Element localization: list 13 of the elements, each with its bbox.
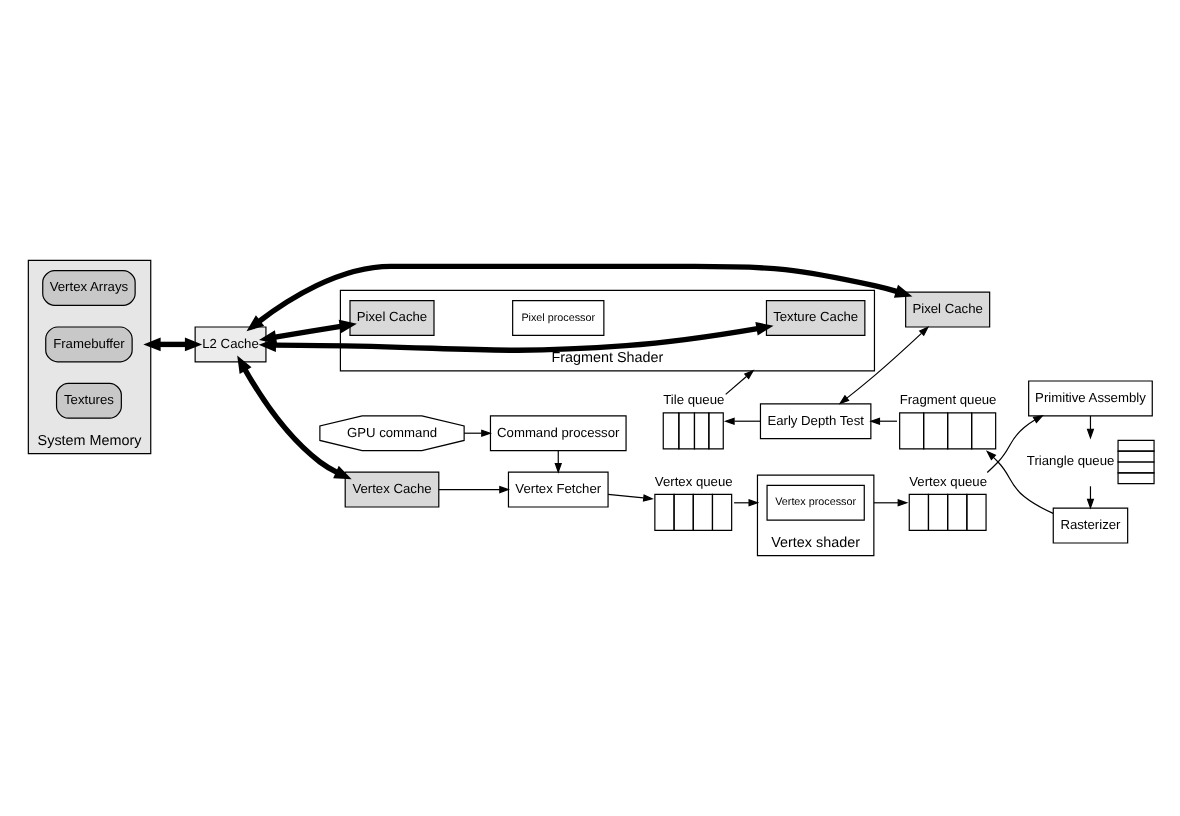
arrow <box>258 319 357 344</box>
arrow <box>607 493 654 502</box>
arrow <box>258 322 774 353</box>
arrow <box>723 417 761 425</box>
arrow <box>438 485 511 494</box>
arrow <box>985 450 1054 514</box>
arrow <box>725 369 755 395</box>
arrow <box>838 326 930 405</box>
arrow <box>986 414 1044 474</box>
arrow <box>246 263 913 332</box>
arrow <box>237 355 352 480</box>
arrow <box>143 337 203 352</box>
arrow <box>873 499 909 507</box>
